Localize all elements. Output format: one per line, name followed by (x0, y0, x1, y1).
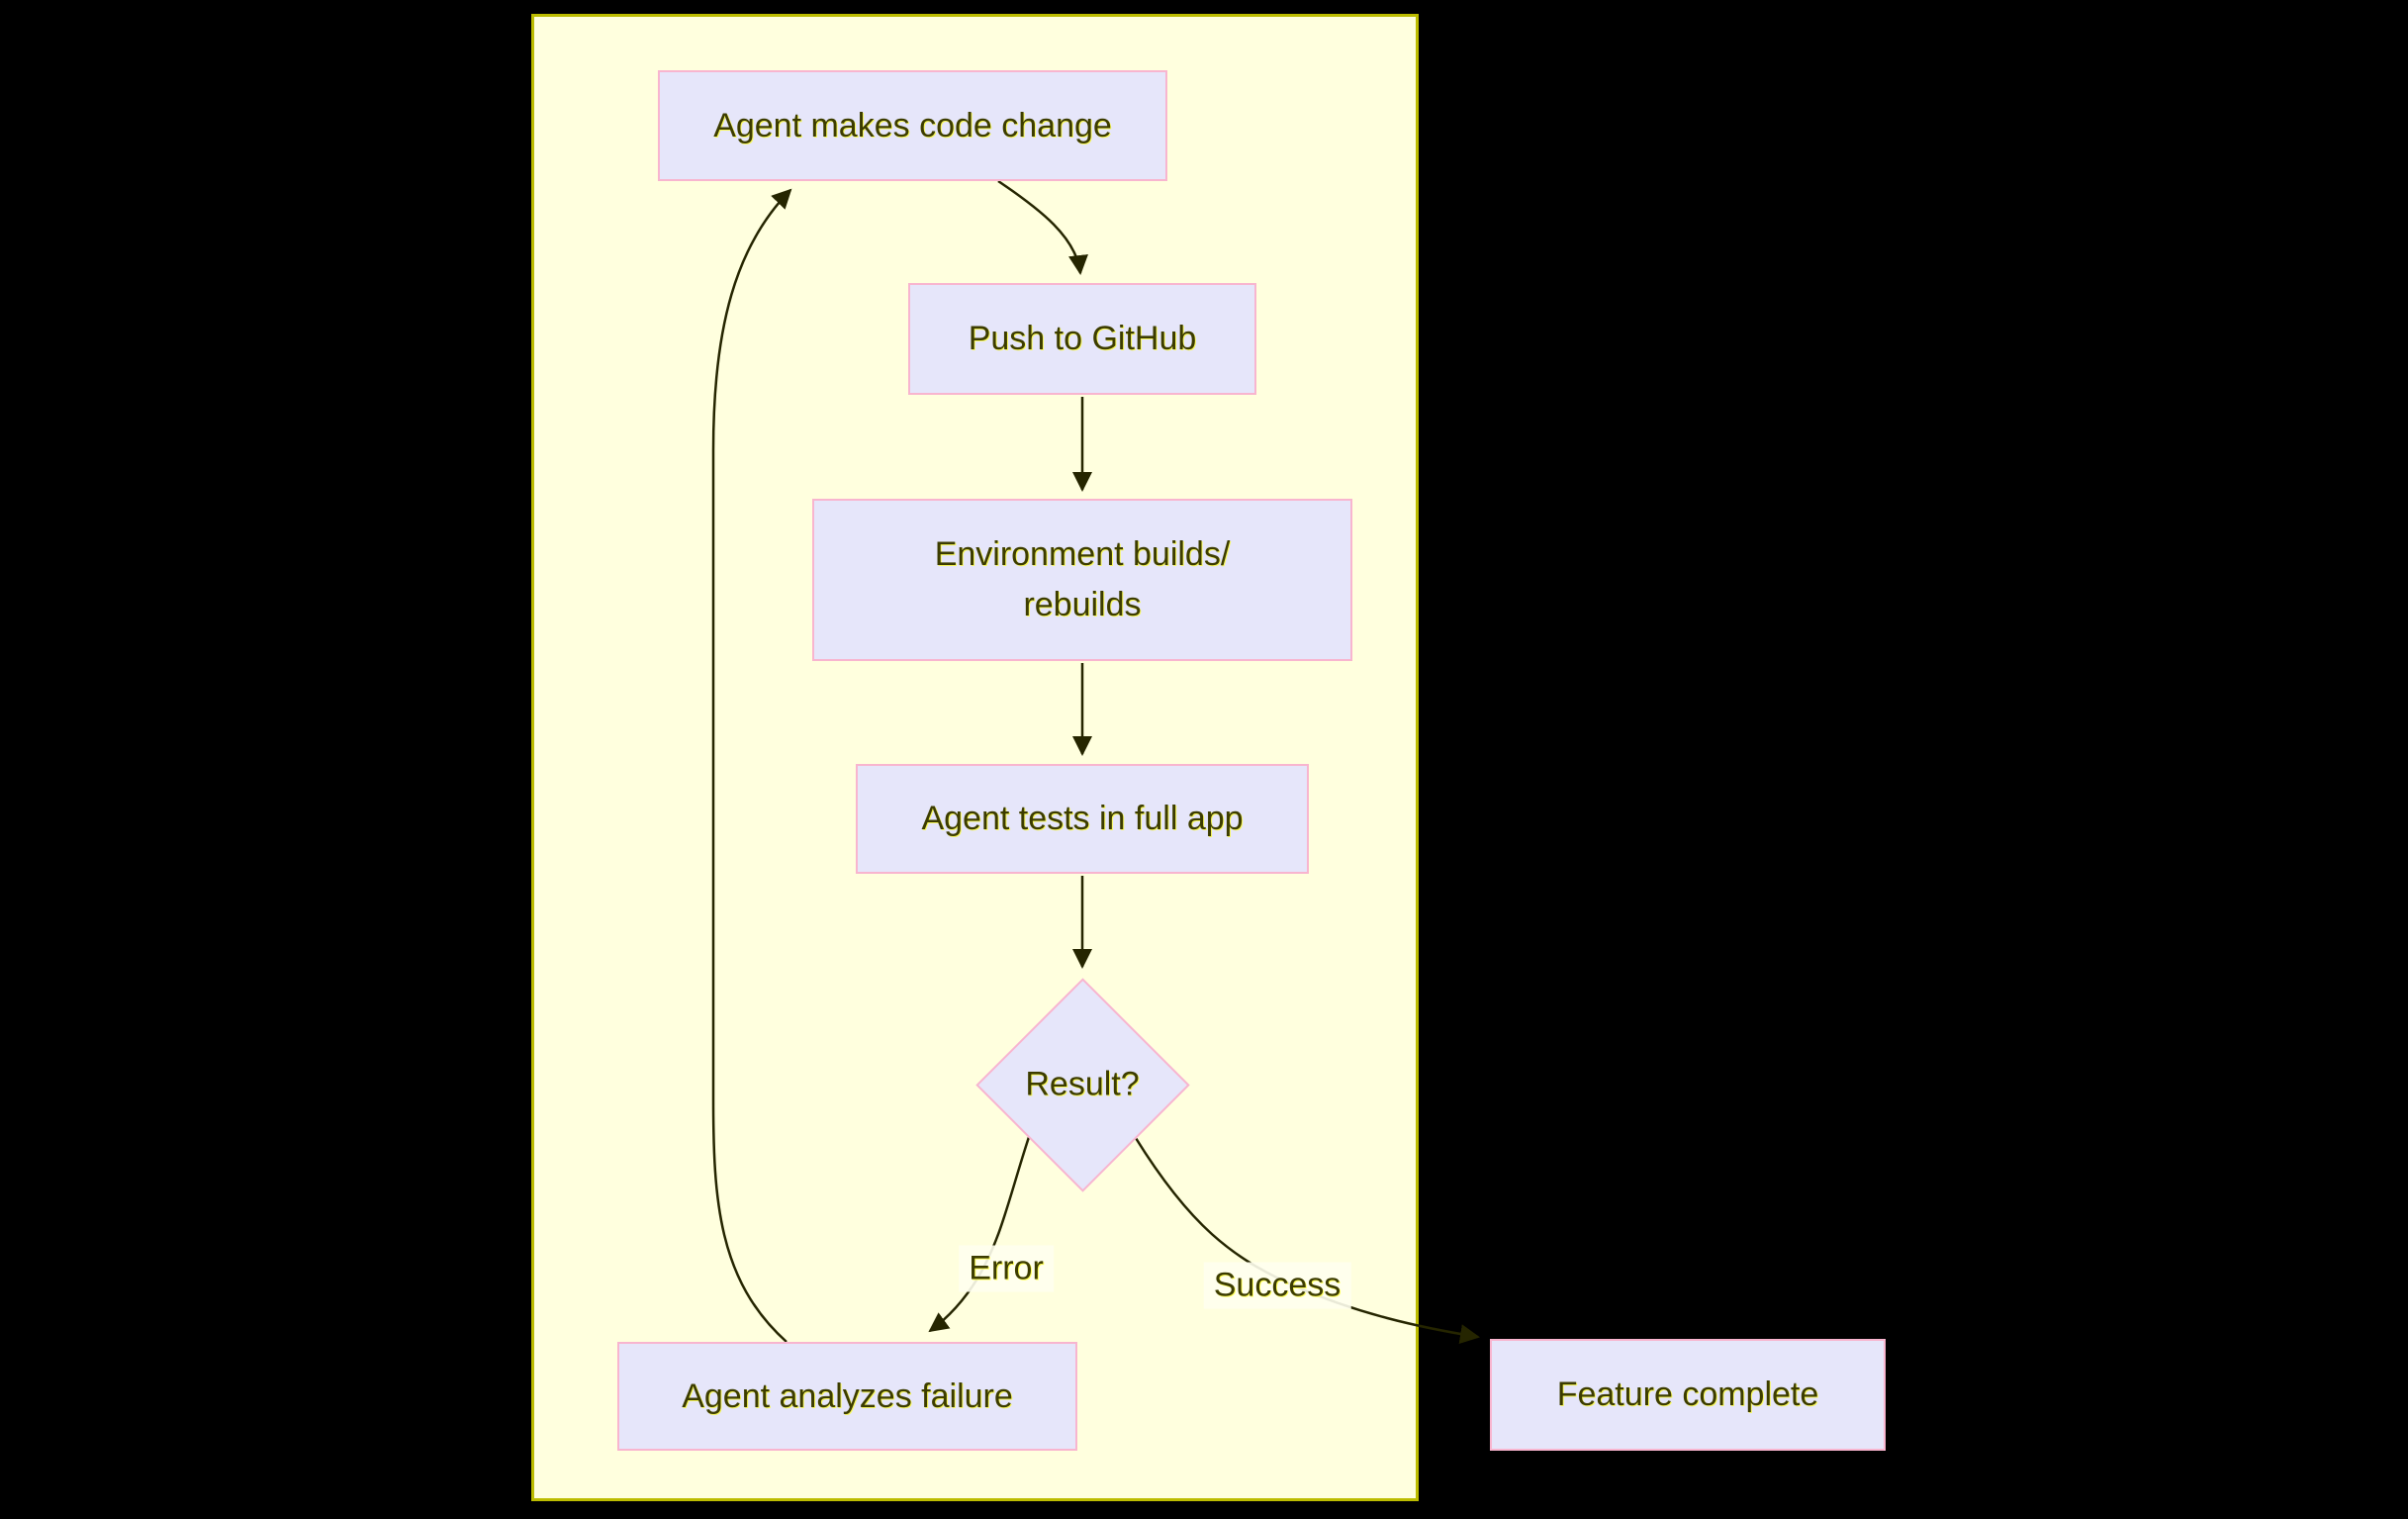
node-agent-tests-in-full-app: Agent tests in full app (856, 764, 1309, 874)
node-push-to-github: Push to GitHub (908, 283, 1256, 395)
node-agent-makes-code-change: Agent makes code change (658, 70, 1167, 181)
node-environment-builds-rebuilds: Environment builds/ rebuilds (812, 499, 1352, 661)
node-feature-complete: Feature complete (1490, 1339, 1886, 1451)
node-label-line2: rebuilds (1023, 586, 1142, 623)
edge-label-success: Success (1203, 1262, 1351, 1309)
node-agent-analyzes-failure: Agent analyzes failure (617, 1342, 1077, 1451)
node-label: Agent analyzes failure (682, 1377, 1013, 1415)
decision-label: Result? (1025, 1065, 1140, 1103)
node-label: Agent makes code change (713, 106, 1112, 144)
node-label: Agent tests in full app (921, 800, 1244, 837)
node-label-line1: Environment builds/ (934, 535, 1231, 573)
node-label: Push to GitHub (968, 320, 1197, 357)
edge-label-error: Error (959, 1245, 1054, 1292)
node-label: Feature complete (1556, 1376, 1819, 1413)
